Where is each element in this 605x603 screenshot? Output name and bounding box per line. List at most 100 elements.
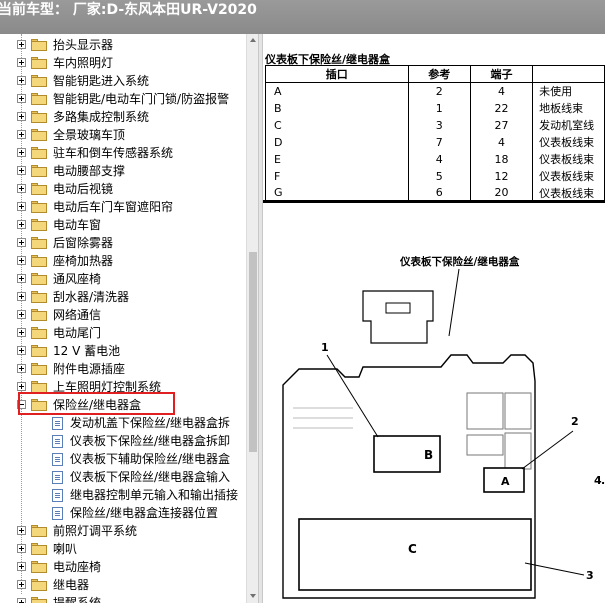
tree-leaf[interactable]: 仪表板下辅助保险丝/继电器盒 [0, 450, 246, 468]
callout-4-dot: . [601, 474, 605, 487]
expand-icon[interactable] [17, 580, 26, 589]
tree-leaf[interactable]: 发动机盖下保险丝/继电器盒拆 [0, 414, 246, 432]
tree-node-label: 驻车和倒车传感器系统 [53, 146, 174, 160]
collapse-icon[interactable] [17, 400, 26, 409]
connector-b-box [373, 435, 441, 473]
tree-node[interactable]: 提醒系统 [0, 594, 246, 603]
connector-a-box [483, 467, 525, 493]
tree-leaf[interactable]: 仪表板下保险丝/继电器盒输入 [0, 468, 246, 486]
tree-node[interactable]: 刮水器/清洗器 [0, 288, 246, 306]
tree-node[interactable]: 智能钥匙/电动车门门锁/防盗报警 [0, 90, 246, 108]
folder-icon [31, 111, 47, 123]
expand-icon[interactable] [17, 364, 26, 373]
tree-node[interactable]: 继电器 [0, 576, 246, 594]
tree-node-label: 电动座椅 [53, 560, 102, 574]
tree-node[interactable]: 多路集成控制系统 [0, 108, 246, 126]
expand-icon[interactable] [17, 76, 26, 85]
scroll-up-arrow-icon[interactable] [250, 38, 256, 42]
box-top-tab-notch [385, 302, 411, 314]
scroll-down-arrow-icon[interactable] [250, 594, 256, 598]
tree-node[interactable]: 保险丝/继电器盒 [0, 396, 246, 414]
tree-node[interactable]: 附件电源插座 [0, 360, 246, 378]
folder-icon [31, 237, 47, 249]
tree-node[interactable]: 电动后车门车窗遮阳帘 [0, 198, 246, 216]
tree-node[interactable]: 网络通信 [0, 306, 246, 324]
expand-icon[interactable] [17, 112, 26, 121]
tree-node[interactable]: 后窗除雾器 [0, 234, 246, 252]
tree-node[interactable]: 车内照明灯 [0, 54, 246, 72]
tree-leaf[interactable]: 保险丝/继电器盒连接器位置 [0, 504, 246, 522]
tree-node[interactable]: 喇叭 [0, 540, 246, 558]
pane-splitter[interactable] [258, 34, 263, 603]
expand-icon[interactable] [17, 382, 26, 391]
tree-node[interactable]: 抬头显示器 [0, 36, 246, 54]
tree-scrollbar[interactable] [246, 34, 258, 603]
tree-leaf-label: 仪表板下保险丝/继电器盒输入 [70, 470, 231, 484]
scroll-thumb[interactable] [249, 252, 257, 452]
tree-node[interactable]: 智能钥匙进入系统 [0, 72, 246, 90]
tree-leaf-label: 保险丝/继电器盒连接器位置 [70, 506, 219, 520]
tree-node[interactable]: 电动尾门 [0, 324, 246, 342]
tree-node-label: 通风座椅 [53, 272, 102, 286]
tree-node[interactable]: 全景玻璃车顶 [0, 126, 246, 144]
expand-icon[interactable] [17, 544, 26, 553]
tree-leaf[interactable]: 仪表板下保险丝/继电器盒拆卸 [0, 432, 246, 450]
expand-icon[interactable] [17, 238, 26, 247]
connector-c-box [298, 518, 532, 591]
expand-icon[interactable] [17, 256, 26, 265]
expand-icon[interactable] [17, 526, 26, 535]
expand-icon[interactable] [17, 148, 26, 157]
tree-node-label: 提醒系统 [53, 596, 102, 603]
cell-terminal: 12 [469, 167, 534, 185]
tree-node-label: 智能钥匙/电动车门门锁/防盗报警 [53, 92, 230, 106]
tree-node[interactable]: 电动车窗 [0, 216, 246, 234]
expand-icon[interactable] [17, 292, 26, 301]
cell-socket: A [265, 82, 409, 100]
expand-icon[interactable] [17, 94, 26, 103]
expand-icon[interactable] [17, 40, 26, 49]
tree-leaf[interactable]: 继电器控制单元输入和输出插接 [0, 486, 246, 504]
expand-icon[interactable] [17, 166, 26, 175]
expand-icon[interactable] [17, 562, 26, 571]
expand-icon[interactable] [17, 220, 26, 229]
relay-slot [504, 392, 532, 430]
cell-description: 仪表板线束 [532, 167, 605, 185]
expand-icon[interactable] [17, 202, 26, 211]
tree-node-label: 智能钥匙进入系统 [53, 74, 150, 88]
tree-view[interactable]: 抬头显示器车内照明灯智能钥匙进入系统智能钥匙/电动车门门锁/防盗报警多路集成控制… [0, 34, 246, 603]
expand-icon[interactable] [17, 598, 26, 603]
section-divider [263, 200, 605, 203]
relay-slot [504, 432, 532, 470]
tree-node-label: 网络通信 [53, 308, 102, 322]
tree-node[interactable]: 电动腰部支撑 [0, 162, 246, 180]
expand-icon[interactable] [17, 346, 26, 355]
document-icon [52, 435, 63, 448]
expand-icon[interactable] [17, 130, 26, 139]
expand-icon[interactable] [17, 58, 26, 67]
tree-node-label: 电动车窗 [53, 218, 102, 232]
cell-terminal: 27 [469, 116, 534, 134]
tree-node[interactable]: 前照灯调平系统 [0, 522, 246, 540]
expand-icon[interactable] [17, 274, 26, 283]
callout-3-leader [524, 562, 585, 576]
tree-pane[interactable]: 抬头显示器车内照明灯智能钥匙进入系统智能钥匙/电动车门门锁/防盗报警多路集成控制… [0, 34, 258, 603]
tree-node-label: 保险丝/继电器盒 [53, 398, 142, 412]
tree-node[interactable]: 电动座椅 [0, 558, 246, 576]
cell-reference: 2 [407, 82, 471, 100]
cell-reference: 5 [407, 167, 471, 185]
tree-node[interactable]: 驻车和倒车传感器系统 [0, 144, 246, 162]
expand-icon[interactable] [17, 328, 26, 337]
document-icon [52, 417, 63, 430]
tree-node-label: 继电器 [53, 578, 90, 592]
expand-icon[interactable] [17, 310, 26, 319]
tree-node[interactable]: 12 V 蓄电池 [0, 342, 246, 360]
tree-node[interactable]: 座椅加热器 [0, 252, 246, 270]
expand-icon[interactable] [17, 184, 26, 193]
connector-a-label: A [501, 475, 510, 488]
tree-node[interactable]: 通风座椅 [0, 270, 246, 288]
tree-node[interactable]: 电动后视镜 [0, 180, 246, 198]
